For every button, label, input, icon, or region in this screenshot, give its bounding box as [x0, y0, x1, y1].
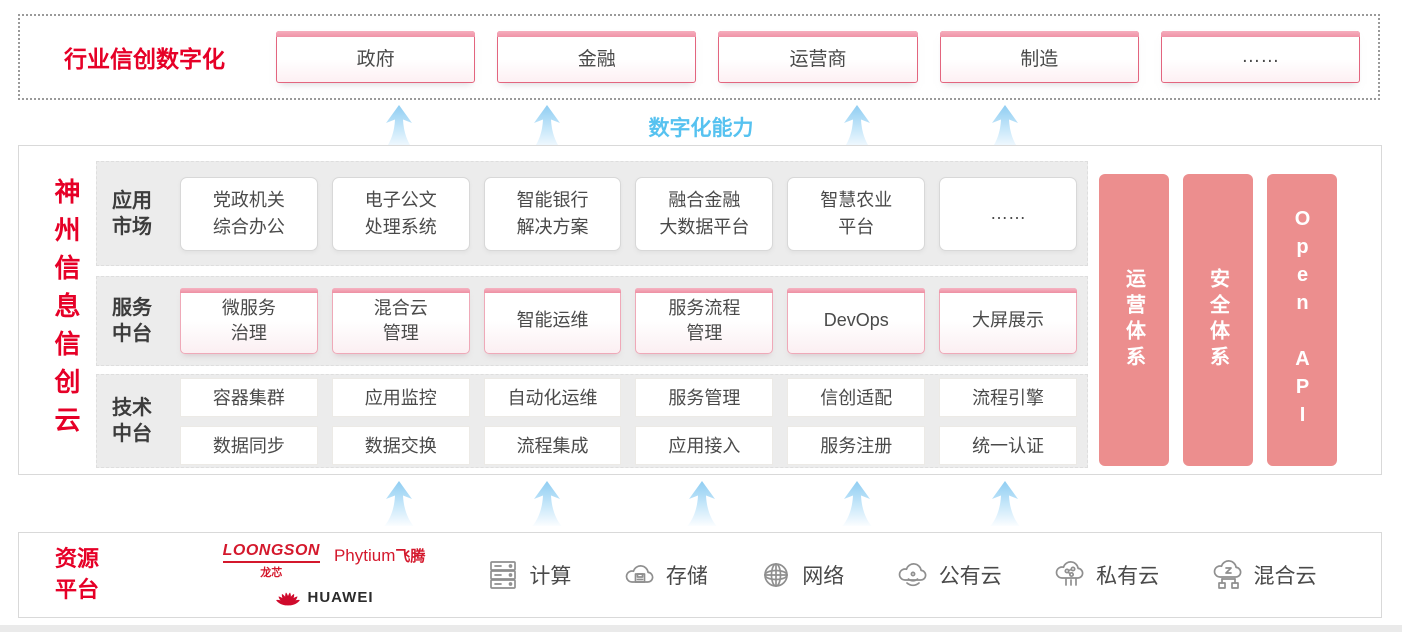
loongson-cn: 龙芯: [260, 567, 283, 579]
tech-box: 流程集成: [483, 425, 622, 465]
resource-item-public-cloud: 公有云: [895, 557, 1002, 593]
service-box: 混合云 管理: [331, 288, 470, 354]
loongson-logo: LOONGSON 龙芯: [222, 542, 320, 580]
tech-box: 应用接入: [635, 425, 774, 465]
up-arrow-icon: [384, 105, 414, 150]
private-cloud-icon: [1055, 561, 1084, 586]
loongson-wordmark: LOONGSON: [222, 542, 320, 563]
resource-item-label: 计算: [529, 565, 572, 588]
resource-item-storage: 存储: [622, 557, 708, 593]
resource-item-label: 网络: [802, 565, 845, 588]
up-arrow-icon: [990, 481, 1020, 526]
side-bar-label: 安全体系: [1206, 268, 1229, 372]
tech-platform-label: 技术 中台: [112, 397, 152, 445]
industry-box-more: ……: [1160, 31, 1361, 83]
service-box: 微服务 治理: [180, 288, 318, 354]
platform-container: 神州信息信创云 应用 市场 党政机关 综合办公 电子公文 处理系统 智能银行 解…: [18, 145, 1382, 475]
up-arrow-icon: [687, 481, 717, 526]
industry-box-operator: 运营商: [718, 31, 918, 83]
phytium-cn: 飞腾: [395, 548, 426, 565]
app-market-label: 应用 市场: [112, 189, 152, 238]
industry-box-government: 政府: [276, 31, 476, 83]
app-box-more: ……: [939, 176, 1077, 251]
resource-item-compute: 计算: [485, 557, 571, 593]
resource-items: 计算 存储 网络 公有云: [435, 557, 1381, 593]
tech-box: 数据同步: [180, 425, 318, 465]
industry-band: 行业信创数字化 政府 金融 运营商 制造 ……: [18, 14, 1380, 100]
up-arrow-icon: [532, 481, 562, 526]
tech-box: 容器集群: [180, 377, 318, 417]
resource-band-title: 资源 平台: [55, 546, 100, 602]
service-box: DevOps: [787, 288, 926, 354]
app-box: 智能银行 解决方案: [483, 176, 622, 251]
industry-band-title: 行业信创数字化: [64, 46, 225, 72]
tech-platform-items: 容器集群 应用监控 自动化运维 服务管理 信创适配 流程引擎 数据同步 数据交换…: [180, 377, 1077, 465]
tech-box: 服务管理: [635, 377, 774, 417]
app-box: 融合金融 大数据平台: [635, 176, 774, 251]
up-arrow-icon: [532, 105, 562, 150]
app-market-items: 党政机关 综合办公 电子公文 处理系统 智能银行 解决方案 融合金融 大数据平台…: [180, 176, 1077, 251]
industry-box-finance: 金融: [497, 31, 697, 83]
public-cloud-icon: [898, 563, 927, 587]
tech-box: 服务注册: [787, 425, 926, 465]
app-box: 电子公文 处理系统: [331, 176, 470, 251]
resource-item-private-cloud: 私有云: [1052, 557, 1159, 593]
network-icon: [764, 563, 789, 587]
app-box: 智慧农业 平台: [787, 176, 926, 251]
tech-box: 统一认证: [939, 425, 1077, 465]
service-platform-items: 微服务 治理 混合云 管理 智能运维 服务流程 管理 DevOps 大屏展示: [180, 288, 1077, 354]
capability-label: 数字化能力: [648, 117, 754, 140]
resource-item-label: 存储: [665, 565, 708, 588]
tech-box: 自动化运维: [483, 377, 622, 417]
vendor-logos: LOONGSON 龙芯 Phytium飞腾 HUAWE: [213, 542, 435, 608]
huawei-logo: HUAWEI: [275, 586, 374, 608]
resource-item-hybrid-cloud: 混合云: [1210, 557, 1317, 593]
tech-box: 信创适配: [787, 377, 926, 417]
tech-platform-row: 技术 中台 容器集群 应用监控 自动化运维 服务管理 信创适配 流程引擎 数据同…: [96, 374, 1088, 468]
up-arrow-icon: [384, 481, 414, 526]
service-box: 智能运维: [483, 288, 622, 354]
tech-box: 数据交换: [331, 425, 470, 465]
service-box: 服务流程 管理: [635, 288, 774, 354]
resource-item-label: 私有云: [1096, 565, 1160, 588]
phytium-wordmark: Phytium: [333, 546, 396, 565]
side-bar-security-system: 安全体系: [1183, 174, 1253, 466]
resource-item-label: 混合云: [1253, 565, 1317, 588]
huawei-flower-icon: [275, 592, 300, 606]
side-bar-label: 运营体系: [1122, 268, 1145, 372]
resource-band: 资源 平台 LOONGSON 龙芯 Phytium飞腾: [18, 532, 1382, 618]
huawei-wordmark: HUAWEI: [307, 588, 374, 606]
service-box: 大屏展示: [939, 288, 1077, 354]
app-box: 党政机关 综合办公: [180, 176, 318, 251]
resource-item-label: 公有云: [938, 565, 1002, 588]
industry-box-manufacturing: 制造: [939, 31, 1140, 83]
industry-boxes: 政府 金融 运营商 制造 ……: [276, 31, 1378, 83]
resource-item-network: 网络: [758, 557, 844, 593]
phytium-logo: Phytium飞腾: [334, 545, 425, 566]
compute-icon: [490, 561, 517, 589]
tech-box: 应用监控: [331, 377, 470, 417]
platform-title: 神州信息信创云: [51, 178, 81, 444]
tech-box: 流程引擎: [939, 377, 1077, 417]
bottom-divider: [0, 625, 1402, 632]
up-arrow-icon: [842, 105, 872, 150]
side-bar-label: Open API: [1291, 208, 1314, 432]
up-arrow-icon: [990, 105, 1020, 150]
service-platform-label: 服务 中台: [112, 297, 152, 345]
service-platform-row: 服务 中台 微服务 治理 混合云 管理 智能运维 服务流程 管理 DevOps …: [96, 276, 1088, 366]
app-market-row: 应用 市场 党政机关 综合办公 电子公文 处理系统 智能银行 解决方案 融合金融…: [96, 161, 1088, 266]
up-arrow-icon: [842, 481, 872, 526]
storage-icon: [625, 565, 654, 583]
hybrid-cloud-icon: [1213, 560, 1241, 589]
side-bar-operation-system: 运营体系: [1099, 174, 1169, 466]
side-bar-open-api: Open API: [1267, 174, 1337, 466]
